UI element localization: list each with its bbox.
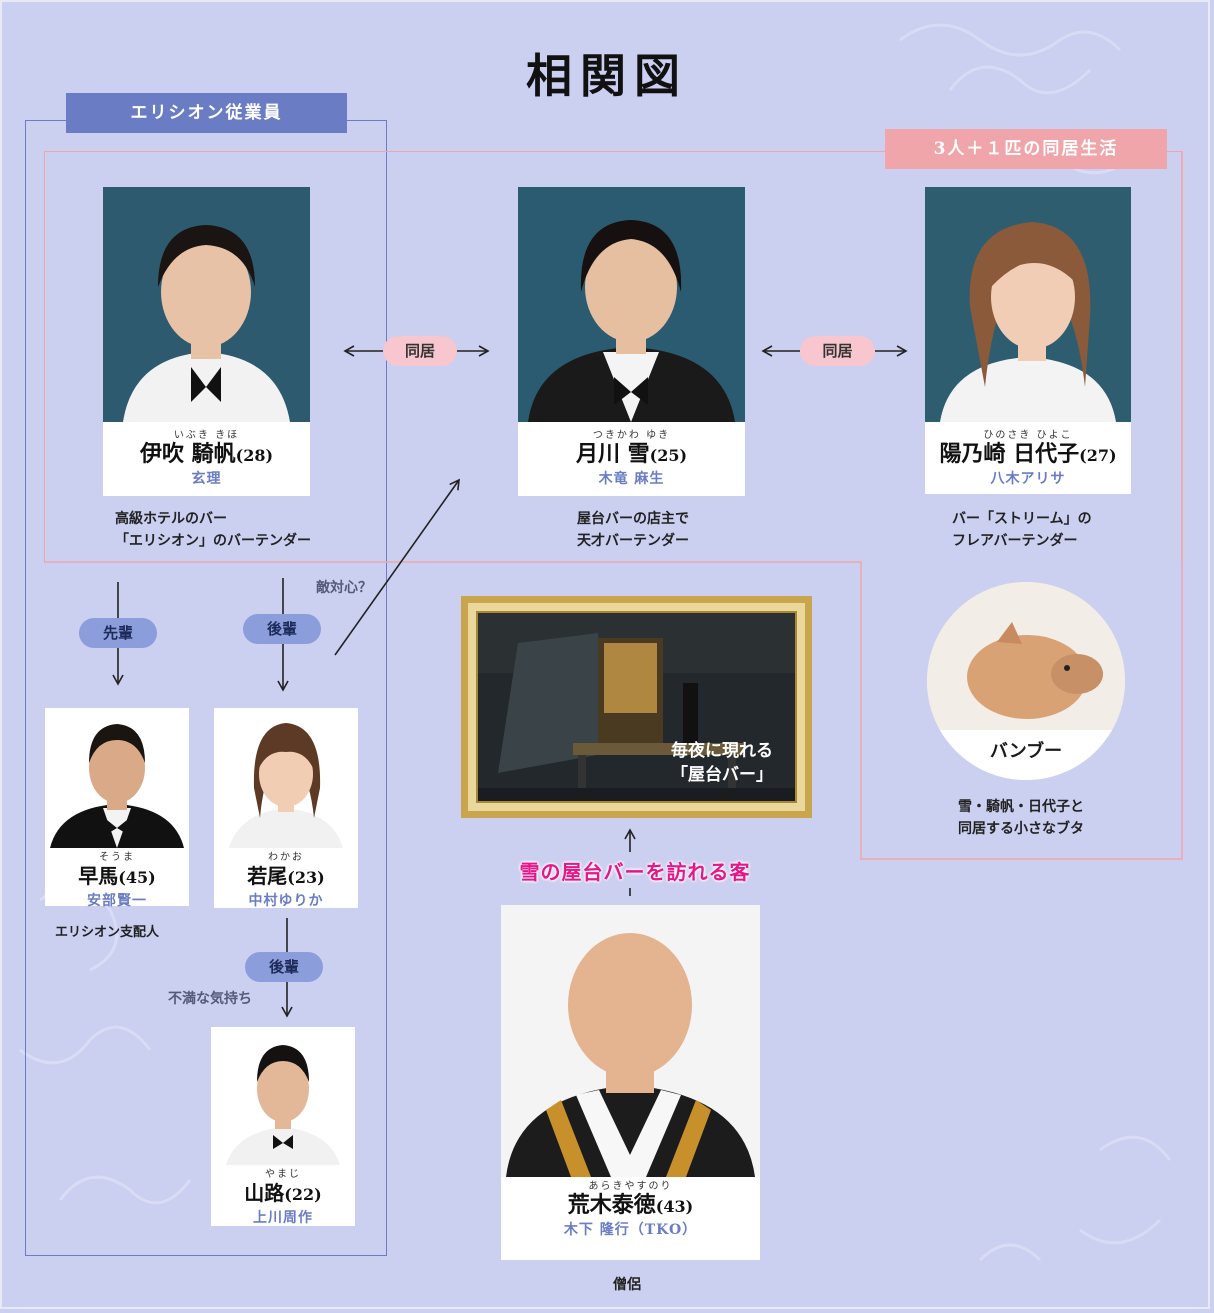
card-tsukikawa: つきかわ ゆき 月川 雪(25) 木竜 麻生	[518, 187, 745, 496]
character-name: 伊吹 騎帆(28)	[139, 441, 274, 467]
portrait-photo	[518, 187, 745, 422]
pig-name: バンブー	[927, 730, 1125, 780]
character-name: 荒木泰徳(43)	[567, 1192, 694, 1218]
desc-pig: 雪・騎帆・日代子と 同居する小さなブタ	[958, 799, 1084, 837]
desc-ibuki: 高級ホテルのバー 「エリシオン」のバーテンダー	[115, 511, 311, 549]
elysion-group-label: エリシオン従業員	[66, 93, 347, 133]
yatai-bar-image	[478, 613, 795, 801]
portrait-photo	[211, 1027, 355, 1165]
relation-senior: 先輩	[79, 618, 157, 648]
desc-souma: エリシオン支配人	[55, 925, 160, 940]
card-ibuki: いぶき きほ 伊吹 騎帆(28) 玄理	[103, 187, 310, 496]
card-hinosaki: ひのさき ひよこ 陽乃崎 日代子(27) 八木アリサ	[925, 187, 1131, 494]
name-reading: やまじ	[265, 1169, 301, 1180]
character-name: 月川 雪(25)	[575, 441, 688, 467]
yatai-bar-scene: 毎夜に現れる 「屋台バー」	[461, 596, 812, 818]
relation-junior-yamaji: 後輩	[245, 952, 323, 982]
portrait-photo	[103, 187, 310, 422]
relation-rivalry: 敵対心？	[316, 580, 372, 596]
relation-dissatisfied: 不満な気持ち	[168, 991, 252, 1007]
name-reading: いぶき きほ	[173, 430, 240, 441]
character-name: 早馬(45)	[78, 864, 156, 888]
portrait-photo	[214, 708, 358, 848]
portrait-photo	[925, 187, 1131, 422]
cohabit-group-label: 3人＋１匹の同居生活	[885, 129, 1167, 169]
character-name: 若尾(23)	[247, 864, 325, 888]
actor-name: 安部賢一	[87, 893, 147, 909]
desc-hinosaki: バー「ストリーム」の フレアバーテンダー	[952, 511, 1092, 549]
character-name: 山路(22)	[244, 1181, 322, 1205]
page-title: 相関図	[526, 49, 688, 103]
relation-cohabit-right: 同居	[800, 336, 875, 366]
card-souma: そうま 早馬(45) 安部賢一	[45, 708, 189, 909]
pig-bamboo: バンブー	[927, 582, 1125, 780]
desc-araki: 僧侶	[613, 1277, 641, 1293]
name-reading: わかお	[268, 852, 304, 863]
name-reading: つきかわ ゆき	[592, 430, 671, 441]
actor-name: 玄理	[191, 471, 222, 487]
relation-cohabit-left: 同居	[383, 336, 457, 366]
name-reading: そうま	[99, 852, 135, 863]
bar-caption: 毎夜に現れる 「屋台バー」	[671, 741, 773, 785]
card-araki: あらきやすのり 荒木泰徳(43) 木下 隆行（TKO）	[501, 905, 760, 1260]
actor-name: 木下 隆行（TKO）	[563, 1222, 698, 1238]
card-wakao: わかお 若尾(23) 中村ゆりか	[214, 708, 358, 909]
character-name: 陽乃崎 日代子(27)	[939, 441, 1117, 467]
actor-name: 八木アリサ	[990, 471, 1066, 487]
name-reading: あらきやすのり	[588, 1181, 673, 1192]
actor-name: 木竜 麻生	[598, 471, 665, 487]
name-reading: ひのさき ひよこ	[983, 430, 1073, 441]
portrait-photo	[501, 905, 760, 1177]
actor-name: 上川周作	[253, 1210, 313, 1226]
card-yamaji: やまじ 山路(22) 上川周作	[211, 1027, 355, 1226]
portrait-photo	[45, 708, 189, 848]
desc-tsukikawa: 屋台バーの店主で 天才バーテンダー	[577, 511, 689, 549]
relation-junior-wakao: 後輩	[243, 614, 321, 644]
actor-name: 中村ゆりか	[248, 893, 324, 909]
customer-label: 雪の屋台バーを訪れる客	[519, 860, 751, 884]
